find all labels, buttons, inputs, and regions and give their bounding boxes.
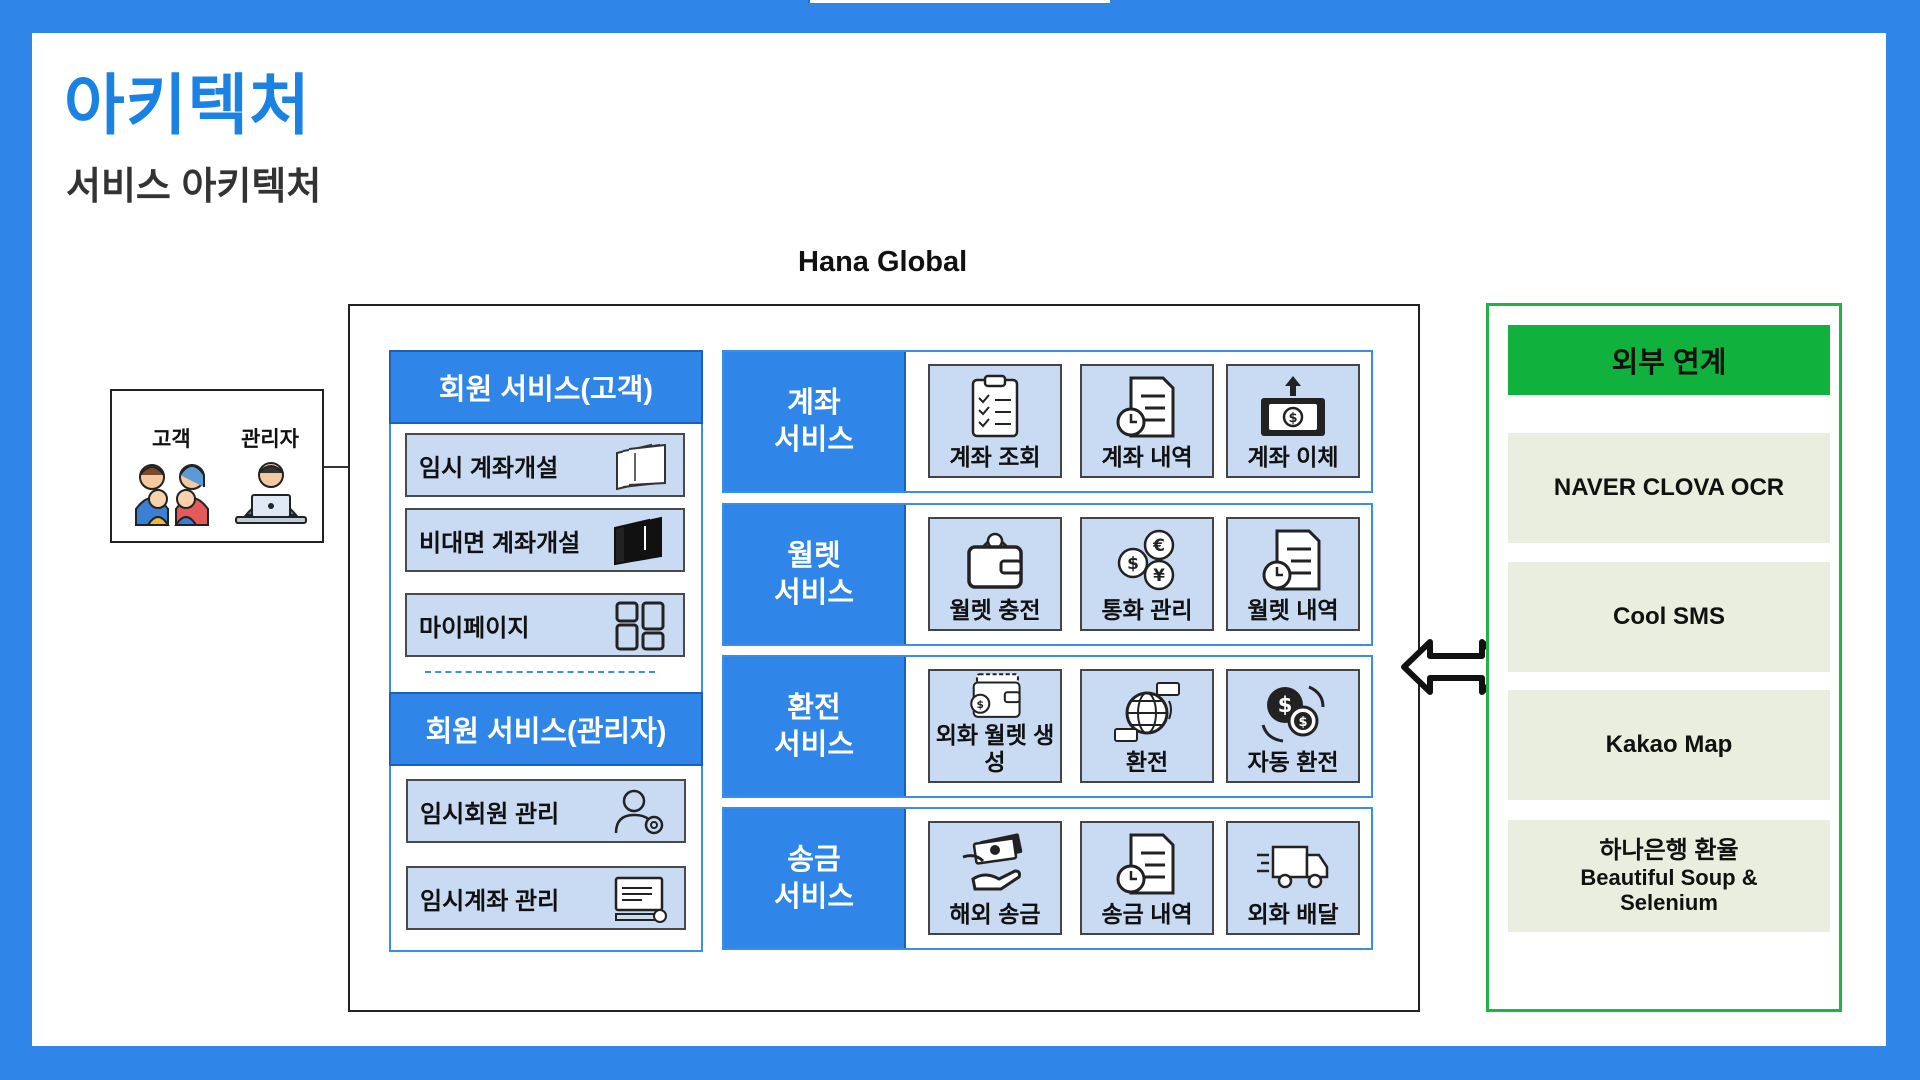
currency-coins-icon: € $ ¥ — [1117, 529, 1175, 590]
card-label: 계좌 내역 — [1101, 443, 1193, 470]
card-account-history[interactable]: 계좌 내역 — [1080, 364, 1214, 478]
external-item-sublabel: Selenium — [1620, 889, 1718, 915]
external-item-sublabel: Beautiful Soup & — [1580, 864, 1758, 890]
card-exchange[interactable]: 환전 — [1080, 669, 1214, 783]
foreign-wallet-icon: $ — [970, 673, 1021, 718]
auto-exchange-icon: $ $ — [1261, 685, 1325, 743]
wallet-icon — [967, 532, 1023, 589]
family-icon — [135, 464, 209, 526]
menu-item-label: 마이페이지 — [419, 614, 530, 642]
document-clock-icon — [1116, 833, 1175, 895]
clipboard-check-icon — [971, 374, 1019, 437]
card-label: 월렛 충전 — [949, 596, 1041, 623]
card-label: 계좌 조회 — [949, 443, 1041, 470]
card-remittance-history[interactable]: 송금 내역 — [1080, 821, 1214, 935]
card-wallet-charge[interactable]: 월렛 충전 — [928, 517, 1062, 631]
external-item-label: Cool SMS — [1613, 603, 1725, 631]
member-customer-header: 회원 서비스(고객) — [389, 350, 703, 424]
page-title: 아키텍처 — [64, 68, 311, 142]
card-label: 외화 월렛 생성 — [935, 722, 1055, 775]
section-divider — [425, 671, 655, 673]
external-header: 외부 연계 — [1508, 325, 1830, 395]
service-label-account: 계좌 서비스 — [724, 352, 906, 491]
diagram-title: Hana Global — [798, 246, 968, 278]
page-subtitle: 서비스 아키텍처 — [66, 166, 322, 208]
menu-mypage[interactable]: 마이페이지 — [405, 593, 685, 657]
svg-text:¥: ¥ — [1153, 566, 1165, 586]
bankbook-filled-icon — [614, 516, 662, 566]
monitor-gear-icon — [614, 876, 667, 923]
menu-temp-account-manage[interactable]: 임시계좌 관리 — [406, 866, 686, 930]
svg-text:$: $ — [1278, 693, 1293, 717]
menu-item-label: 임시회원 관리 — [420, 800, 560, 828]
document-clock-icon — [1116, 376, 1175, 438]
service-row-exchange: 환전 서비스 $ 외화 월렛 생성 환전 $ $ — [722, 655, 1373, 798]
external-item-kakao-map: Kakao Map — [1508, 690, 1830, 800]
svg-text:€: € — [1152, 536, 1165, 556]
external-item-clova-ocr: NAVER CLOVA OCR — [1508, 433, 1830, 543]
actors-box: 고객 관리자 — [110, 389, 324, 543]
member-admin-header: 회원 서비스(관리자) — [389, 692, 703, 766]
external-item-label: NAVER CLOVA OCR — [1553, 474, 1785, 502]
menu-item-label: 임시 계좌개설 — [419, 454, 559, 482]
service-row-remittance: 송금 서비스 해외 송금 송금 내역 — [722, 807, 1373, 950]
external-item-label: Kakao Map — [1605, 731, 1733, 759]
menu-temp-member-manage[interactable]: 임시회원 관리 — [406, 779, 686, 843]
card-label: 해외 송금 — [949, 900, 1041, 927]
service-label-exchange: 환전 서비스 — [724, 657, 906, 796]
card-label: 송금 내역 — [1101, 900, 1193, 927]
card-overseas-remittance[interactable]: 해외 송금 — [928, 821, 1062, 935]
card-auto-exchange[interactable]: $ $ 자동 환전 — [1226, 669, 1360, 783]
external-item-cool-sms: Cool SMS — [1508, 562, 1830, 672]
external-item-label: 하나은행 환율 — [1599, 836, 1739, 864]
bankbook-outline-icon — [616, 443, 666, 491]
card-foreign-wallet-create[interactable]: $ 외화 월렛 생성 — [928, 669, 1062, 783]
user-gear-icon — [614, 789, 664, 835]
card-label: 외화 배달 — [1247, 900, 1339, 927]
card-label: 계좌 이체 — [1247, 443, 1339, 470]
card-label: 환전 — [1125, 748, 1169, 775]
service-row-wallet: 월렛 서비스 월렛 충전 € $ ¥ 통화 관리 월렛 내역 — [722, 503, 1373, 646]
card-account-transfer[interactable]: $ 계좌 이체 — [1226, 364, 1360, 478]
external-item-hana-rate: 하나은행 환율 Beautiful Soup & Selenium — [1508, 820, 1830, 932]
svg-text:$: $ — [977, 698, 984, 711]
service-label-remittance: 송금 서비스 — [724, 809, 906, 948]
svg-text:$: $ — [1288, 411, 1297, 426]
actor-admin-label: 관리자 — [241, 428, 299, 451]
card-currency-delivery[interactable]: 외화 배달 — [1226, 821, 1360, 935]
dashboard-icon — [615, 601, 665, 651]
money-transfer-icon: $ — [1261, 375, 1325, 436]
card-account-inquiry[interactable]: 계좌 조회 — [928, 364, 1062, 478]
svg-text:$: $ — [1298, 715, 1307, 730]
hand-money-icon — [962, 832, 1023, 891]
document-clock-icon — [1262, 529, 1321, 591]
menu-nonface-account-open[interactable]: 비대면 계좌개설 — [405, 508, 685, 572]
globe-exchange-icon — [1114, 681, 1180, 742]
menu-item-label: 비대면 계좌개설 — [419, 529, 581, 557]
delivery-truck-icon — [1257, 845, 1329, 888]
menu-temp-account-open[interactable]: 임시 계좌개설 — [405, 433, 685, 497]
top-accent-bar-light — [810, 0, 1110, 3]
bottom-band — [0, 1046, 1920, 1080]
menu-item-label: 임시계좌 관리 — [420, 887, 560, 915]
service-label-wallet: 월렛 서비스 — [724, 505, 906, 644]
admin-laptop-icon — [235, 462, 307, 524]
actor-customer-label: 고객 — [152, 428, 191, 451]
svg-text:$: $ — [1127, 554, 1139, 574]
card-currency-manage[interactable]: € $ ¥ 통화 관리 — [1080, 517, 1214, 631]
card-label: 통화 관리 — [1101, 596, 1193, 623]
service-row-account: 계좌 서비스 계좌 조회 계좌 내역 $ 계좌 이 — [722, 350, 1373, 493]
card-label: 자동 환전 — [1247, 748, 1339, 775]
card-wallet-history[interactable]: 월렛 내역 — [1226, 517, 1360, 631]
card-label: 월렛 내역 — [1247, 596, 1339, 623]
